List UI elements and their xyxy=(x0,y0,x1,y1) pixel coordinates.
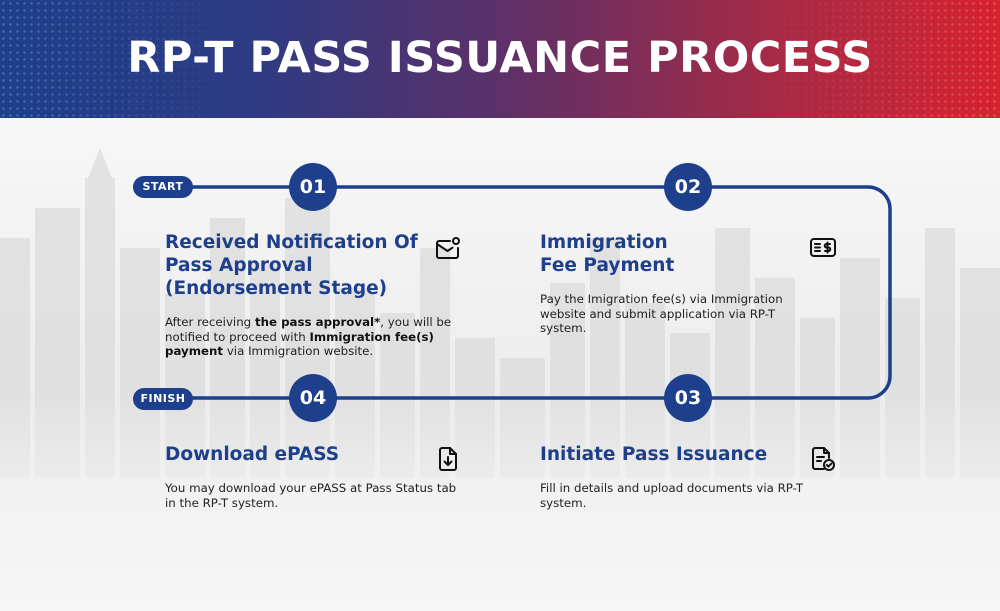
step-03-number: 03 xyxy=(664,374,712,422)
header-dot-pattern-right xyxy=(760,0,1000,118)
step-03-title: Initiate Pass Issuance xyxy=(540,443,767,466)
start-label: START xyxy=(133,176,193,198)
step-01-number: 01 xyxy=(289,163,337,211)
step-01-description: After receiving the pass approval*, you … xyxy=(165,315,465,359)
document-check-icon xyxy=(809,445,837,473)
step-01-desc-text-2: , you will be notified to proceed with xyxy=(165,315,452,344)
step-01-title: Received Notification Of Pass Approval (… xyxy=(165,231,418,300)
bill-dollar-icon xyxy=(809,234,837,262)
step-01-desc-bold-1: the pass approval* xyxy=(254,315,381,329)
step-02-title: Immigration Fee Payment xyxy=(540,231,674,277)
step-01-title-line-3: (Endorsement Stage) xyxy=(165,278,388,299)
finish-label: FINISH xyxy=(133,388,193,410)
step-02-title-line-1: Immigration xyxy=(540,232,668,253)
file-download-icon xyxy=(434,445,462,473)
step-04-title: Download ePASS xyxy=(165,443,339,466)
step-02-title-line-2: Fee Payment xyxy=(540,255,675,276)
step-04-description: You may download your ePASS at Pass Stat… xyxy=(165,481,457,510)
step-01-desc-text-1: After receiving xyxy=(165,315,255,329)
step-03-description: Fill in details and upload documents via… xyxy=(540,481,804,510)
step-01-desc-bold-2: Immigration fee(s) payment xyxy=(165,329,434,359)
step-03-title-line-1: Initiate Pass Issuance xyxy=(540,444,768,465)
header-dot-pattern-left xyxy=(0,0,240,118)
step-02-number: 02 xyxy=(664,163,712,211)
step-01-title-line-2: Pass Approval xyxy=(165,255,313,276)
step-01-title-line-1: Received Notification Of xyxy=(165,232,418,253)
step-04-title-line-1: Download ePASS xyxy=(165,444,340,465)
header-banner: RP-T PASS ISSUANCE PROCESS xyxy=(0,0,1000,118)
step-04-number: 04 xyxy=(289,374,337,422)
page-title: RP-T PASS ISSUANCE PROCESS xyxy=(127,33,873,83)
step-02-description: Pay the Imigration fee(s) via Immigratio… xyxy=(540,292,783,336)
mail-notification-icon xyxy=(434,235,462,263)
step-01-desc-text-3: via Immigration website. xyxy=(223,344,374,359)
